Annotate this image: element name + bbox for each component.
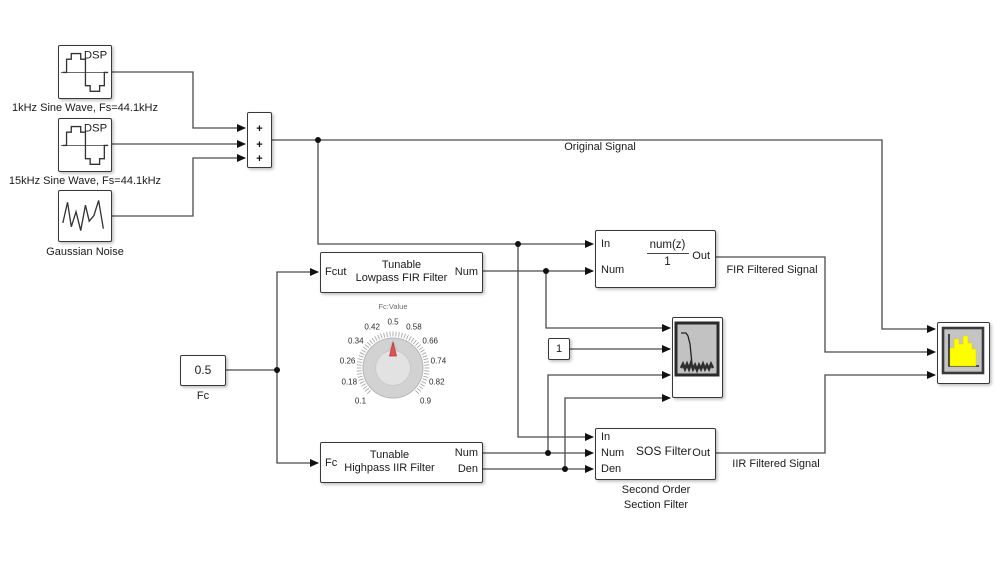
knob-tick-marks bbox=[356, 331, 430, 395]
lowpass-fir-filter-block[interactable]: Fcut Num Tunable Lowpass FIR Filter bbox=[320, 252, 483, 293]
sine-wave-1khz-block[interactable]: DSP bbox=[58, 45, 112, 99]
sine2-label: 15kHz Sine Wave, Fs=44.1kHz bbox=[8, 175, 162, 187]
spectrum-analyzer-icon bbox=[941, 326, 985, 375]
knob-tick-label: 0.42 bbox=[364, 322, 380, 332]
sum-block[interactable]: + + + bbox=[247, 112, 272, 168]
one-constant-value: 1 bbox=[555, 343, 563, 355]
iir-title-line2: Highpass IIR Filter bbox=[344, 462, 435, 474]
knob-tick-label: 0.82 bbox=[428, 377, 445, 387]
port-den: Den bbox=[601, 463, 622, 475]
gaussian-noise-label: Gaussian Noise bbox=[46, 246, 124, 258]
port-in: In bbox=[601, 238, 611, 250]
knob-tick-label: 0.5 bbox=[387, 317, 399, 327]
fir-title-line2: Lowpass FIR Filter bbox=[355, 272, 448, 284]
knob-tick-label: 0.18 bbox=[341, 377, 358, 387]
denominator: 1 bbox=[664, 256, 671, 268]
noise-waveform-icon bbox=[62, 200, 104, 231]
iir-filtered-signal-label: IIR Filtered Signal bbox=[732, 458, 820, 470]
dsp-sine-icon: DSP bbox=[60, 49, 109, 92]
filter-visualizer-scope-block[interactable] bbox=[672, 317, 723, 398]
knob-tick-label: 0.34 bbox=[347, 336, 364, 346]
fc-constant-value: 0.5 bbox=[194, 363, 212, 377]
numerator: num(z) bbox=[649, 239, 686, 251]
highpass-iir-filter-block[interactable]: Fc Num Den Tunable Highpass IIR Filter bbox=[320, 442, 483, 483]
scope-screen-icon bbox=[674, 321, 720, 377]
knob-tick-label: 0.1 bbox=[354, 396, 367, 406]
port-num: Num bbox=[454, 447, 478, 459]
knob-tick-label: 0.66 bbox=[422, 336, 438, 346]
knob-tick-label: 0.58 bbox=[406, 322, 422, 332]
knob-title: Fc:Value bbox=[378, 302, 408, 311]
sos-filter-block[interactable]: In Num Den Out SOS Filter bbox=[595, 428, 716, 480]
port-num: Num bbox=[454, 266, 478, 278]
one-constant-block[interactable]: 1 bbox=[548, 338, 570, 360]
transfer-function: num(z) 1 bbox=[630, 239, 705, 268]
dsp-icon-text: DSP bbox=[84, 49, 107, 61]
branch-dots bbox=[274, 137, 568, 472]
sine-wave-15khz-block[interactable]: DSP bbox=[58, 118, 112, 172]
sine1-label: 1kHz Sine Wave, Fs=44.1kHz bbox=[11, 102, 159, 114]
sum-plus-sign: + bbox=[256, 123, 263, 135]
port-den: Den bbox=[457, 463, 478, 475]
sum-plus-sign: + bbox=[256, 139, 263, 151]
original-signal-label: Original Signal bbox=[564, 141, 636, 153]
gaussian-noise-block[interactable] bbox=[58, 190, 112, 242]
fc-constant-block[interactable]: 0.5 bbox=[180, 355, 226, 386]
sos-filter-title: SOS Filter bbox=[636, 444, 692, 458]
port-num: Num bbox=[601, 447, 625, 459]
port-fcut: Fcut bbox=[325, 266, 347, 278]
fc-constant-label: Fc bbox=[196, 390, 210, 402]
port-in: In bbox=[601, 431, 611, 443]
knob-tick-label: 0.9 bbox=[419, 396, 432, 406]
knob-needle[interactable] bbox=[389, 341, 397, 357]
port-out: Out bbox=[692, 250, 710, 262]
dsp-sine-icon: DSP bbox=[60, 122, 109, 165]
knob-tick-label: 0.26 bbox=[339, 356, 356, 366]
knob-tick-label: 0.74 bbox=[430, 356, 447, 366]
fir-title-line1: Tunable bbox=[381, 259, 422, 271]
discrete-filter-block[interactable]: In Num Out num(z) 1 bbox=[595, 230, 716, 288]
spectrum-analyzer-block[interactable] bbox=[937, 322, 990, 384]
port-num: Num bbox=[601, 264, 625, 276]
sum-plus-sign: + bbox=[256, 153, 263, 165]
port-fc: Fc bbox=[325, 457, 338, 469]
fir-filtered-signal-label: FIR Filtered Signal bbox=[726, 264, 818, 276]
sos-label-line1: Second Order bbox=[621, 484, 691, 496]
port-out: Out bbox=[692, 447, 710, 459]
sos-label-line2: Section Filter bbox=[623, 499, 689, 511]
iir-title-line1: Tunable bbox=[369, 449, 410, 461]
dsp-icon-text: DSP bbox=[84, 122, 107, 134]
